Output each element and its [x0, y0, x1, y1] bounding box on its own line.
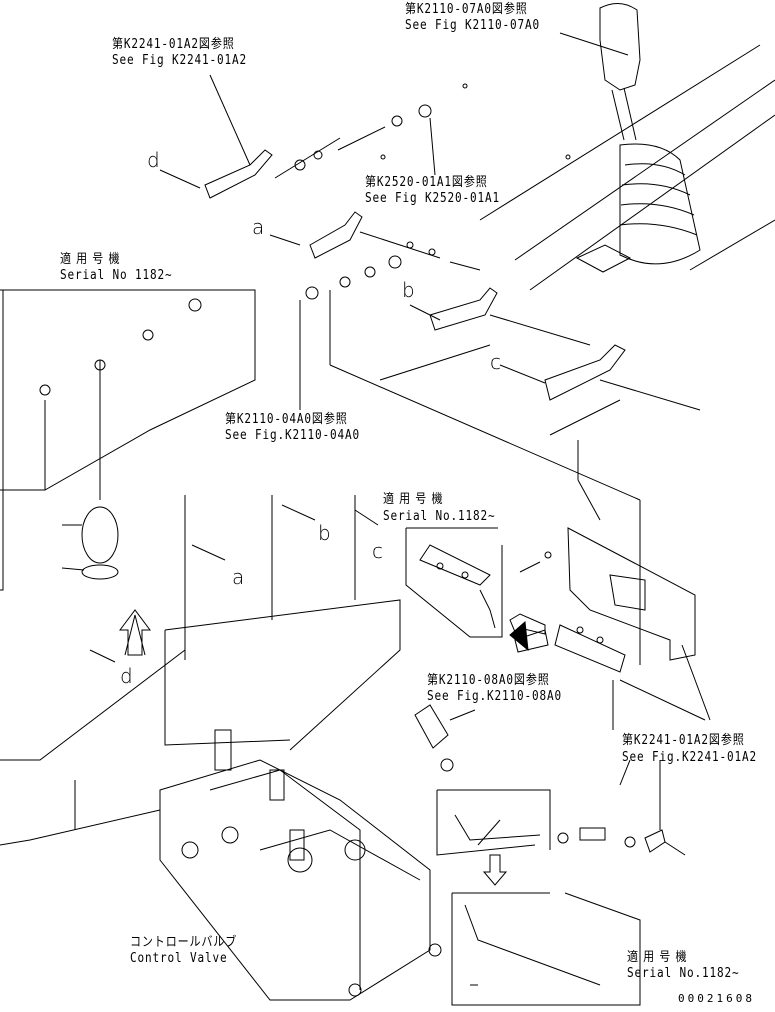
link-ref-en: See Fig.K2110-04A0: [225, 428, 361, 443]
mounting-plates: [509, 527, 711, 730]
rod-end-ref-en: See Fig K2520-01A1: [365, 191, 501, 206]
serial-left-en: Serial No 1182~: [60, 268, 173, 283]
drawing-number: 00021608: [678, 992, 755, 1005]
view-letter-a-lower: a: [232, 565, 245, 589]
serial-bottom-jp: 適用号機: [627, 950, 692, 965]
top-bracket-ref-en: See Fig K2241-01A2: [112, 53, 248, 68]
console-panel: [380, 44, 775, 291]
lever-ref-jp: 第K2110-07A0図参照: [405, 2, 528, 17]
block-ref-en: See Fig.K2110-08A0: [427, 689, 563, 704]
lower-right-parts: [414, 704, 686, 1006]
view-letter-c: c: [490, 350, 501, 374]
control-valve-jp: コントロールバルブ: [130, 935, 238, 950]
view-letter-c-lower: c: [372, 539, 383, 563]
block-ref-jp: 第K2110-08A0図参照: [427, 673, 550, 688]
serial-mid-en: Serial No.1182~: [383, 509, 496, 524]
view-letter-d: d: [147, 148, 160, 172]
serial-left-jp: 適用号機: [60, 252, 125, 267]
view-letter-b: b: [402, 278, 415, 302]
control-lever: [559, 3, 701, 265]
link-ref-jp: 第K2110-04A0図参照: [225, 412, 348, 427]
serial-mid-jp: 適用号機: [383, 492, 448, 507]
plate-ref-en: See Fig.K2241-01A2: [622, 750, 758, 765]
plate-ref-jp: 第K2241-01A2図参照: [622, 733, 745, 748]
view-arrows: [124, 614, 549, 656]
control-valve-en: Control Valve: [130, 951, 228, 966]
view-letter-d-lower: d: [120, 664, 133, 688]
top-bracket-ref-jp: 第K2241-01A2図参照: [112, 37, 235, 52]
rods-and-joints: [0, 495, 401, 846]
view-letter-a: a: [252, 215, 265, 239]
lever-ref-en: See Fig K2110-07A0: [405, 18, 541, 33]
linkage-parts: [159, 74, 701, 665]
serial-inset-left: [0, 289, 256, 591]
serial-bottom-en: Serial No.1182~: [627, 966, 740, 981]
serial-inset-mid: [405, 527, 503, 638]
control-valve: [159, 729, 442, 1001]
rod-end-ref-jp: 第K2520-01A1図参照: [365, 175, 488, 190]
view-letter-b-lower: b: [318, 521, 331, 545]
